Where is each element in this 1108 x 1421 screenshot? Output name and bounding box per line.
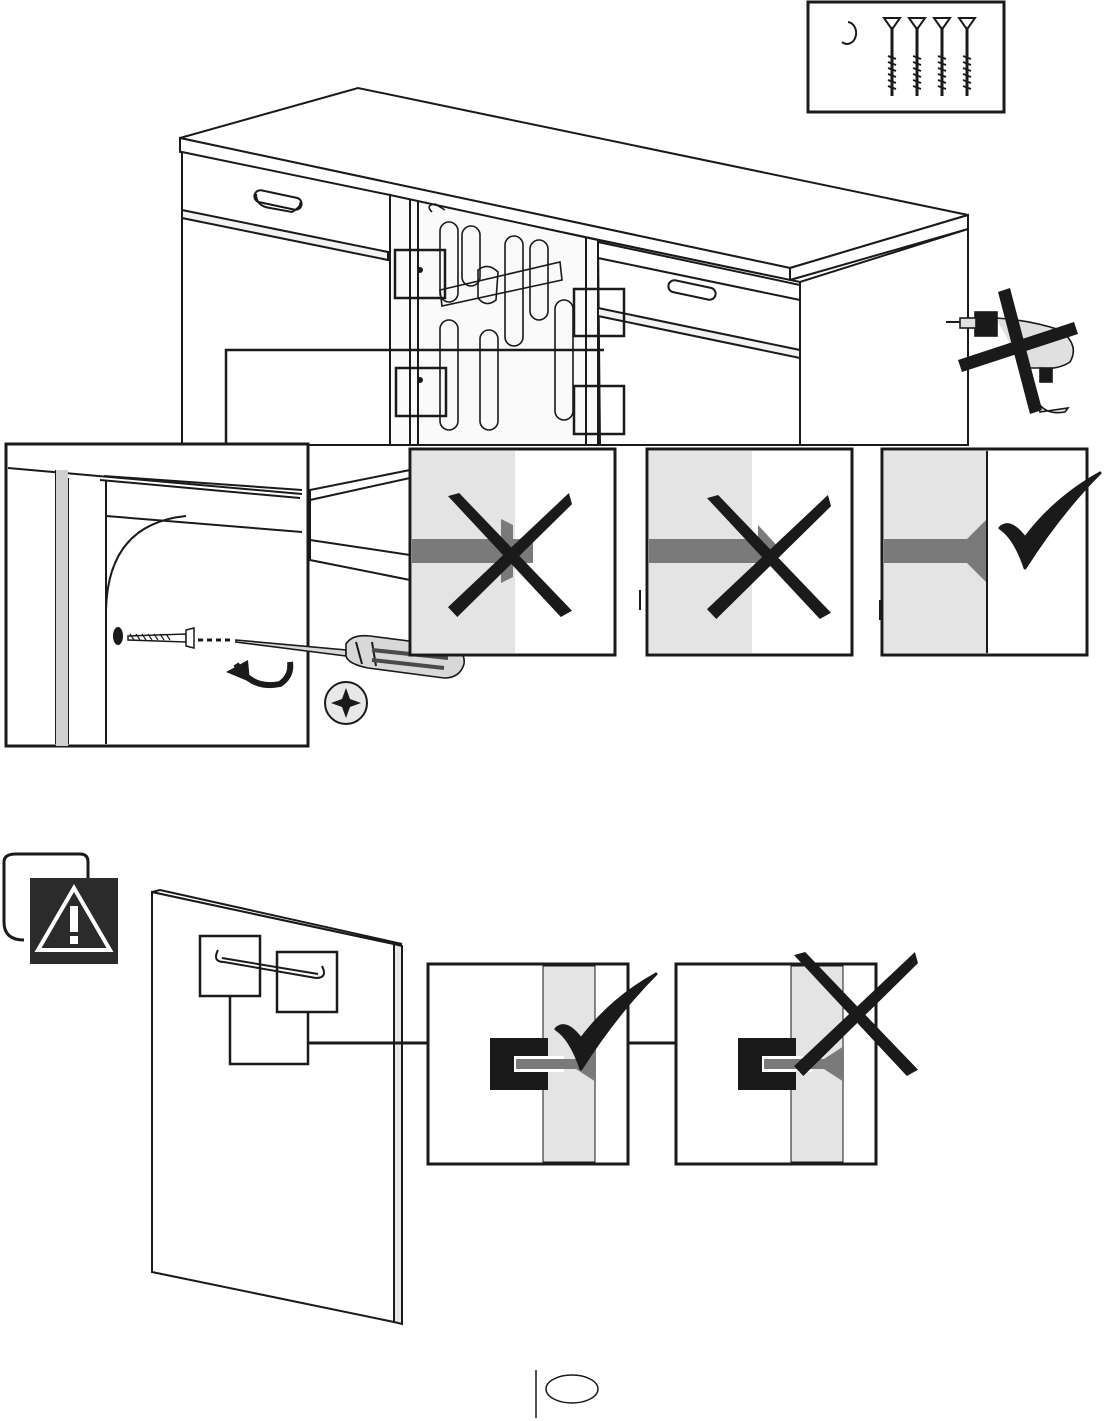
parts-box <box>808 2 1004 112</box>
dishwasher-opening <box>390 195 598 445</box>
phillips-head-icon <box>325 682 367 724</box>
flush-check-panel-3 <box>882 449 1100 655</box>
hook-check-panel-1 <box>428 964 656 1164</box>
page-number-oval <box>546 1375 598 1403</box>
flush-check-panel-2 <box>647 449 852 655</box>
screw-fixing-inset <box>6 444 308 746</box>
hook-check-panel-2 <box>676 952 918 1164</box>
page-number-area <box>536 1370 598 1418</box>
flush-check-panel-1 <box>410 449 615 655</box>
hook-check-panels <box>428 952 918 1164</box>
flush-check-panels <box>410 449 1100 655</box>
warning-box <box>4 854 118 964</box>
